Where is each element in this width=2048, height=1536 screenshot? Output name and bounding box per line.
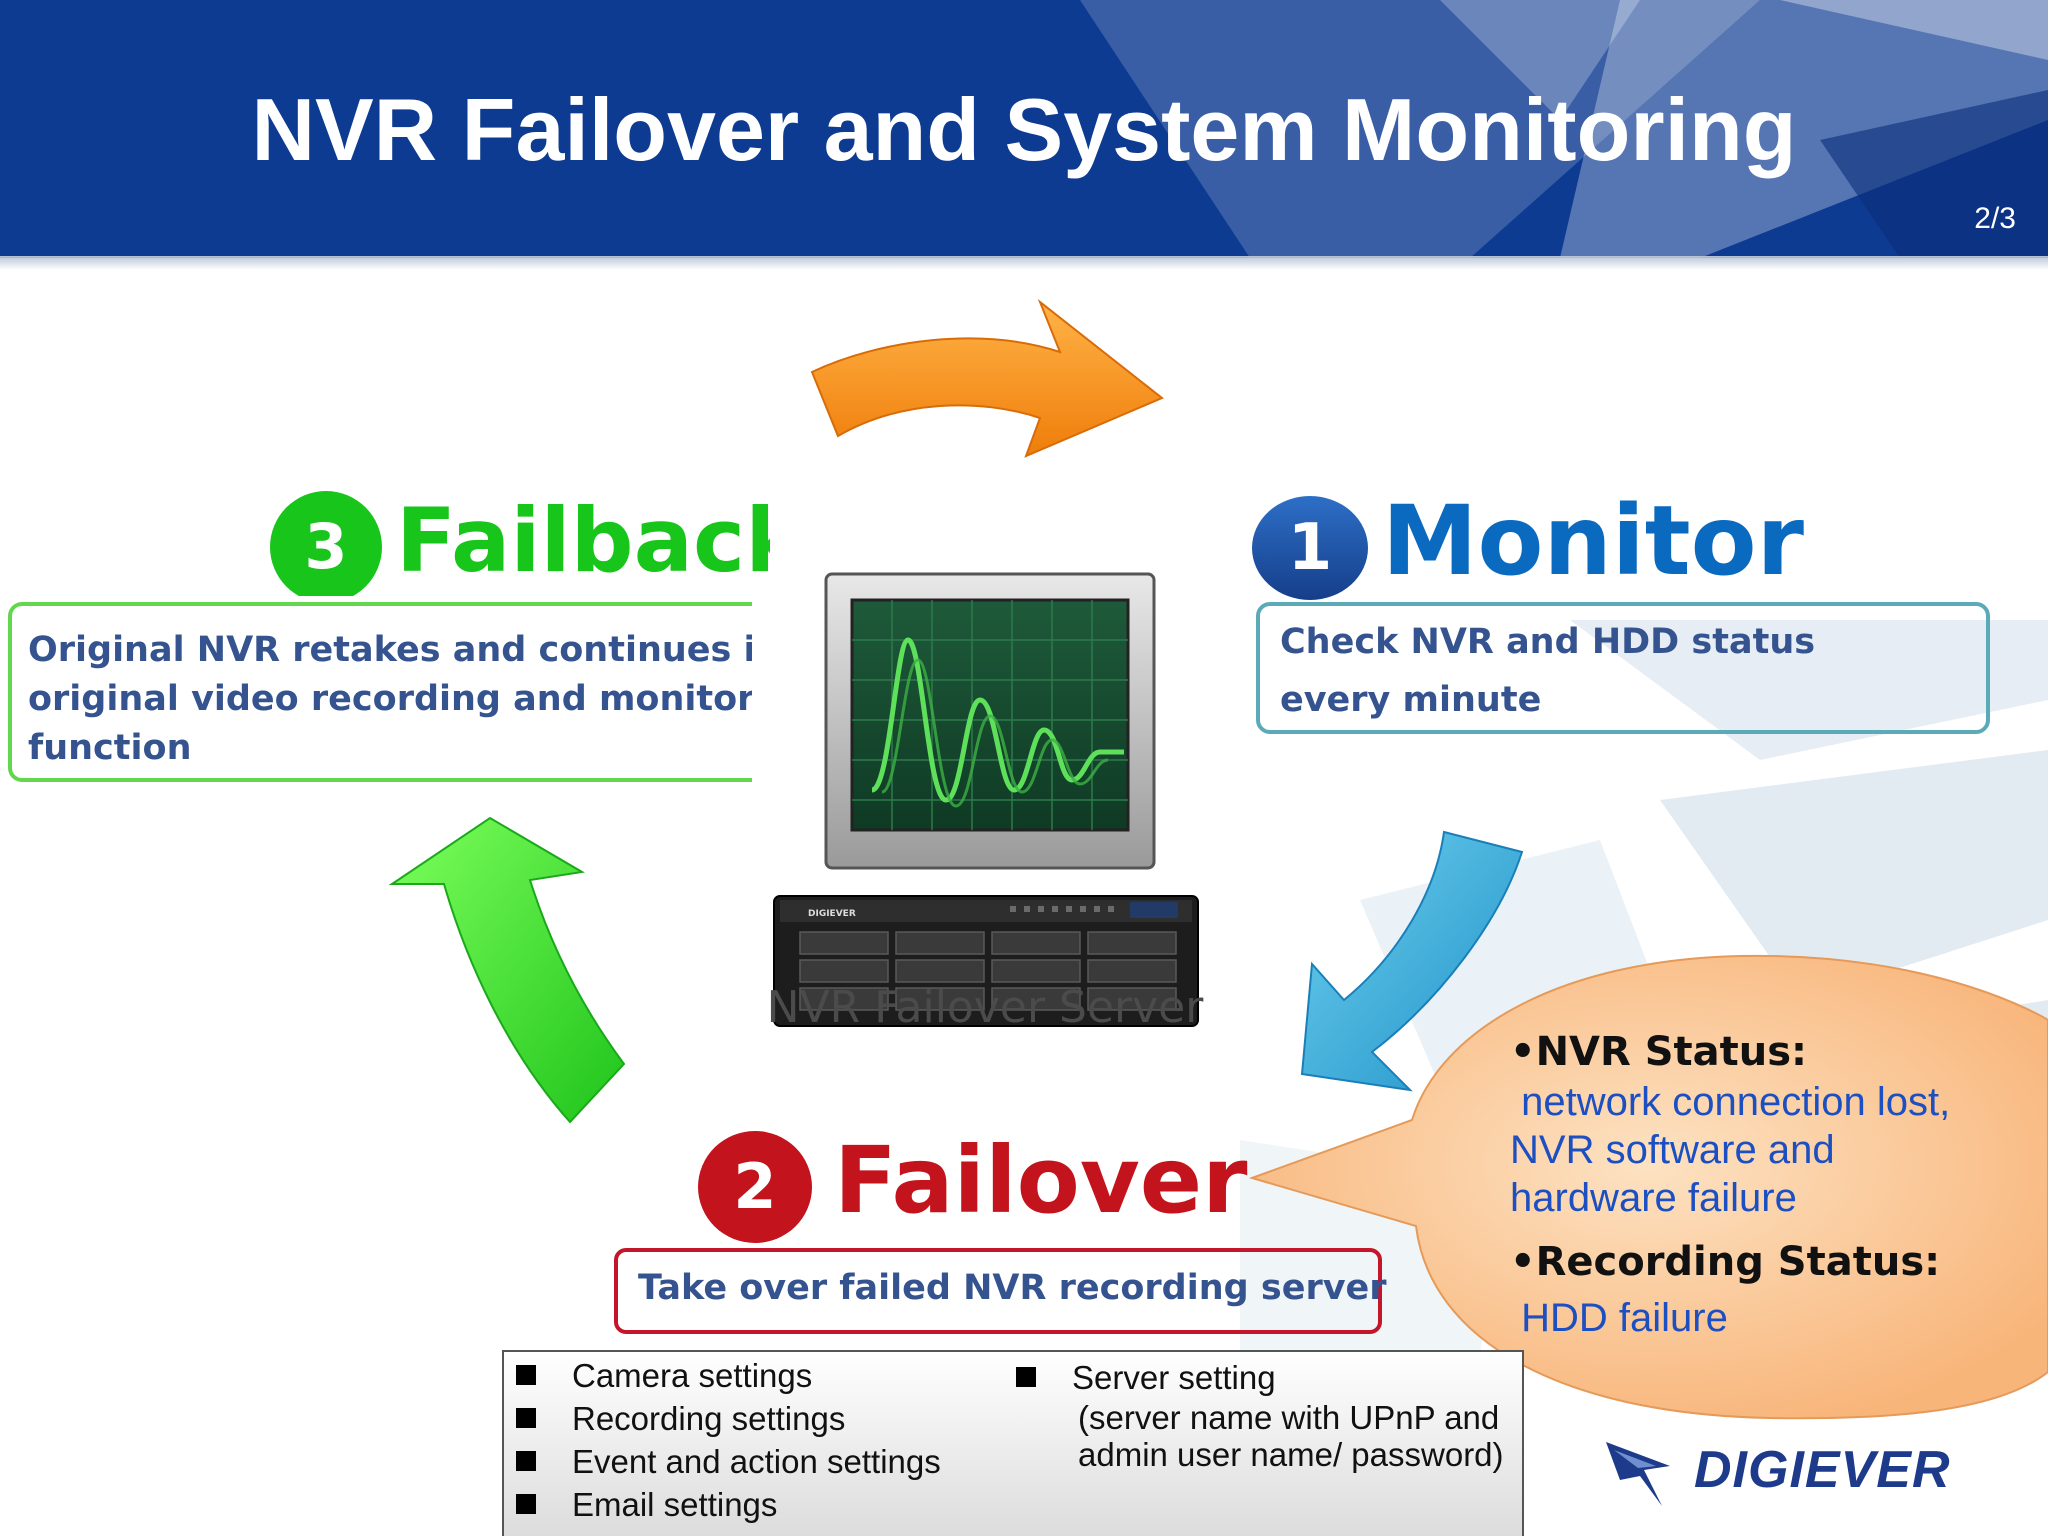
cycle-arrow-green: [388, 816, 626, 1124]
status-callout-text: •NVR Status: network connection lost, NV…: [1510, 1026, 2048, 1366]
settings-list-box: [502, 1350, 1524, 1536]
rack-brand-text: DIGIEVER: [808, 909, 856, 919]
settings-list-right: Server setting (server name with UPnP an…: [1016, 1356, 1504, 1473]
list-item: Recording settings: [516, 1397, 941, 1440]
square-bullet-icon: [516, 1365, 536, 1385]
nvr-status-line: network connection lost,: [1510, 1080, 1951, 1124]
step-1-badge: 1: [1252, 495, 1368, 600]
monitor-label: Monitor: [1382, 485, 1804, 597]
square-bullet-icon: [516, 1451, 536, 1471]
cycle-arrow-orange: [810, 298, 1164, 458]
cycle-arrow-blue: [1300, 830, 1524, 1092]
failback-description: Original NVR retakes and continues its o…: [28, 630, 752, 768]
list-item-detail: admin user name/ password): [1078, 1436, 1504, 1473]
nvr-server-rack: [773, 895, 1199, 1027]
list-item: Email settings: [516, 1483, 941, 1526]
list-item: Server setting: [1016, 1356, 1504, 1399]
square-bullet-icon: [1016, 1367, 1036, 1387]
list-item: Event and action settings: [516, 1440, 941, 1483]
failback-box: [8, 602, 752, 782]
header-shadow: [0, 256, 2048, 270]
page-number: 2/3: [1974, 202, 2016, 235]
square-bullet-icon: [516, 1408, 536, 1428]
recording-status-line: HDD failure: [1510, 1296, 1728, 1340]
list-item-detail: (server name with UPnP and: [1078, 1399, 1500, 1436]
step-3-badge: 3: [270, 491, 382, 596]
failover-box: [614, 1248, 1382, 1334]
list-item: Camera settings: [516, 1354, 941, 1397]
header-banner: NVR Failover and System Monitoring 2/3: [0, 0, 2048, 258]
recording-status-heading: •Recording Status:: [1510, 1239, 1941, 1285]
nvr-status-heading: •NVR Status:: [1510, 1029, 1808, 1075]
monitor-icon: [824, 572, 1156, 870]
status-callout-bubble: [1248, 954, 2048, 1420]
company-logo-text: DIGIEVER: [1694, 1441, 1951, 1499]
step-2-badge: 2: [698, 1130, 812, 1243]
digiever-logo-icon: [1606, 1442, 1670, 1506]
monitor-description: Check NVR and HDD status every minute: [1280, 622, 1816, 720]
page-title: NVR Failover and System Monitoring: [251, 80, 1797, 179]
nvr-status-line: NVR software and: [1510, 1128, 1835, 1172]
header-decoration: [1080, 0, 2048, 258]
square-bullet-icon: [516, 1494, 536, 1514]
server-label: NVR Failover Server: [766, 982, 1204, 1033]
failback-label: Failback: [396, 489, 770, 592]
failover-label: Failover: [834, 1127, 1248, 1234]
failover-description: Take over failed NVR recording server: [638, 1268, 1387, 1308]
nvr-status-line: hardware failure: [1510, 1176, 1797, 1220]
monitor-box: [1256, 602, 1990, 734]
settings-list-left: Camera settings Recording settings Event…: [516, 1354, 941, 1526]
